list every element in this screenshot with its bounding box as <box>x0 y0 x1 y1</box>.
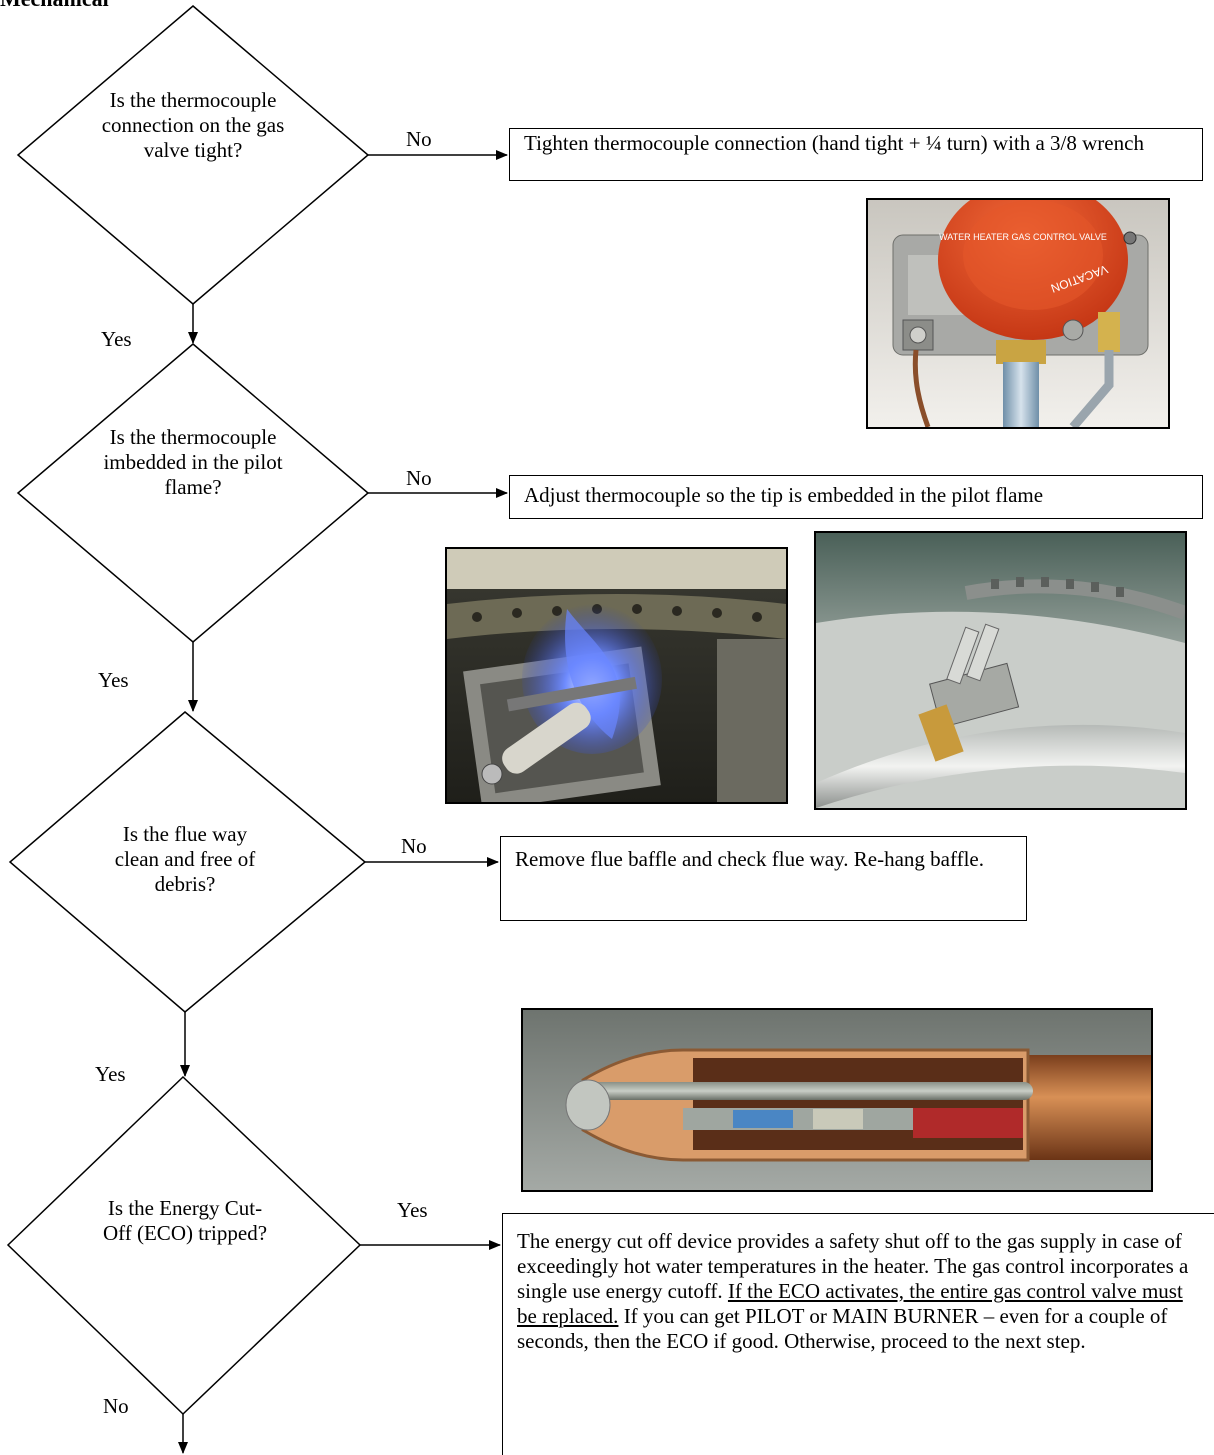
edge-label-d4-yes: Yes <box>397 1198 428 1222</box>
gas-valve-photo: WATER HEATER GAS CONTROL VALVE VACATION <box>866 198 1170 429</box>
edge-label-d1-yes: Yes <box>101 327 132 351</box>
action-box-adjust: Adjust thermocouple so the tip is embedd… <box>509 475 1203 519</box>
edge-label-d1-no: No <box>406 127 432 151</box>
eco-text-part1: The energy cut off device provides a saf… <box>517 1229 1189 1303</box>
eco-text-underlined: If the ECO activates, the entire gas con… <box>517 1279 1183 1328</box>
decision-1-text: Is the thermocouple connection on the ga… <box>101 88 285 162</box>
action-box-flue: Remove flue baffle and check flue way. R… <box>500 836 1027 921</box>
edge-label-d2-no: No <box>406 466 432 490</box>
action-box-eco: The energy cut off device provides a saf… <box>502 1213 1214 1455</box>
decision-4-text: Is the Energy Cut-Off (ECO) tripped? <box>102 1196 268 1245</box>
section-header: Mechanical <box>0 0 109 12</box>
edge-label-d4-no: No <box>103 1394 129 1418</box>
decision-3-text: Is the flue way clean and free of debris… <box>114 822 256 896</box>
pilot-flame-photo <box>445 547 788 804</box>
eco-cutaway-illustration <box>523 1010 1151 1190</box>
edge-label-d2-yes: Yes <box>98 668 129 692</box>
eco-text-part2: If you can get PILOT or MAIN BURNER – ev… <box>517 1304 1168 1353</box>
edge-label-d3-no: No <box>401 834 427 858</box>
edge-label-d3-yes: Yes <box>95 1062 126 1086</box>
thermocouple-illustration <box>816 533 1185 808</box>
action-box-tighten: Tighten thermocouple connection (hand ti… <box>509 128 1203 181</box>
pilot-flame-illustration <box>447 549 786 802</box>
eco-cutaway-photo <box>521 1008 1153 1192</box>
gas-valve-illustration: WATER HEATER GAS CONTROL VALVE VACATION <box>868 200 1168 427</box>
valve-label-text: WATER HEATER GAS CONTROL VALVE <box>939 232 1107 242</box>
thermocouple-photo <box>814 531 1187 810</box>
decision-2-text: Is the thermocouple imbedded in the pilo… <box>103 425 283 499</box>
